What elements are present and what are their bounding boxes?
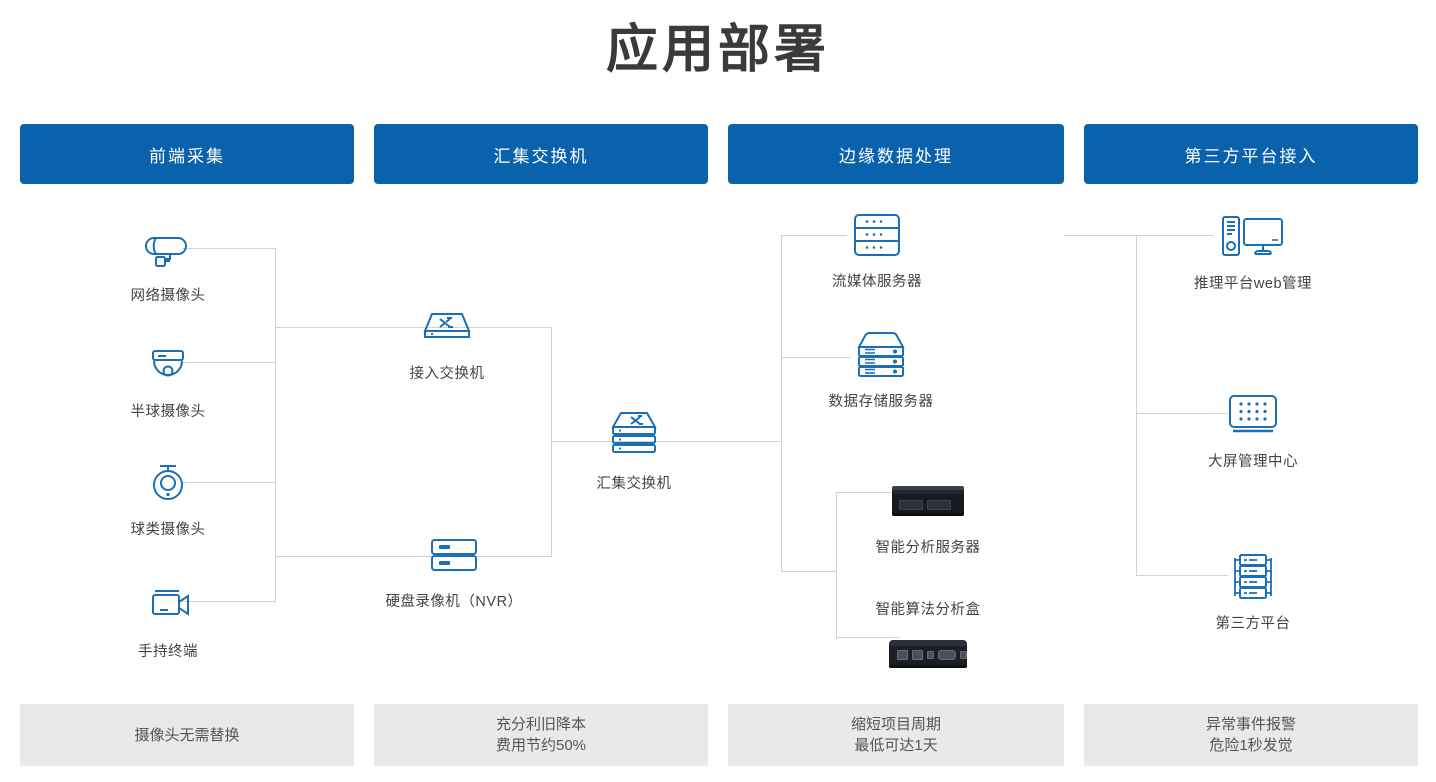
connector-algorithm-box <box>836 637 900 638</box>
footer-line: 异常事件报警 <box>1205 716 1296 733</box>
node-nvr[interactable]: 硬盘录像机（NVR） <box>369 528 539 611</box>
node-label: 硬盘录像机（NVR） <box>385 594 523 610</box>
connector-agg-switch-out <box>634 441 781 442</box>
connector-handheld <box>182 601 276 602</box>
connector-analysis-bus <box>836 492 837 572</box>
column-footer-edge: 缩短项目周期 最低可达1天 <box>728 704 1064 766</box>
node-third-platform[interactable]: 第三方平台 <box>1168 550 1338 633</box>
desktop-pc-icon <box>1215 210 1291 264</box>
page-title: 应用部署 <box>605 21 830 79</box>
switch-icon <box>415 300 479 354</box>
connector-network-camera <box>182 248 276 249</box>
connector-third-platform <box>1136 575 1228 576</box>
connector-bus-to-nvr <box>275 556 447 557</box>
footer-line: 缩短项目周期 <box>850 716 941 733</box>
rack-server-icon <box>846 208 908 262</box>
node-web-platform[interactable]: 推理平台web管理 <box>1168 210 1338 293</box>
column-footer-third-party: 异常事件报警 危险1秒发觉 <box>1084 704 1418 766</box>
node-ptz-camera[interactable]: 球类摄像头 <box>83 456 253 539</box>
camcorder-icon <box>140 578 196 632</box>
node-label: 汇集交换机 <box>596 476 672 492</box>
column-header-edge[interactable]: 边缘数据处理 <box>728 124 1064 184</box>
nvr-icon <box>423 528 485 582</box>
connector-access-switch-out <box>447 327 552 328</box>
bullet-camera-icon <box>140 222 196 276</box>
footer-line: 充分利旧降本 <box>495 716 586 733</box>
node-label: 推理平台web管理 <box>1193 276 1313 292</box>
connector-third-party-bus <box>1136 235 1137 575</box>
node-label: 球类摄像头 <box>130 522 206 538</box>
node-stream-server[interactable]: 流媒体服务器 <box>792 208 962 291</box>
node-label: 网络摄像头 <box>130 288 206 304</box>
column-header-switch[interactable]: 汇集交换机 <box>374 124 708 184</box>
connector-dome-camera <box>182 362 276 363</box>
connector-edge-to-third-party <box>1064 235 1136 236</box>
node-storage-server[interactable]: 数据存储服务器 <box>796 328 966 411</box>
connector-web-platform <box>1136 235 1214 236</box>
column-footer-switch: 充分利旧降本 费用节约50% <box>374 704 708 766</box>
node-access-switch[interactable]: 接入交换机 <box>362 300 532 383</box>
node-network-camera[interactable]: 网络摄像头 <box>83 222 253 305</box>
connector-storage-server <box>781 357 851 358</box>
connector-to-agg-switch <box>551 441 634 442</box>
ptz-camera-icon <box>140 456 196 510</box>
footer-line: 费用节约50% <box>495 737 587 754</box>
connector-ptz-camera <box>182 482 276 483</box>
connector-stream-server <box>781 235 847 236</box>
node-label: 半球摄像头 <box>130 404 206 420</box>
node-algorithm-box[interactable]: 智能算法分析盒 <box>843 598 1013 681</box>
node-label: 第三方平台 <box>1215 616 1291 632</box>
column-header-front-end[interactable]: 前端采集 <box>20 124 354 184</box>
node-label: 流媒体服务器 <box>832 274 922 290</box>
connector-edge-bus <box>781 235 782 571</box>
node-label: 接入交换机 <box>409 366 485 382</box>
node-label: 大屏管理中心 <box>1208 454 1298 470</box>
node-dome-camera[interactable]: 半球摄像头 <box>83 338 253 421</box>
storage-server-icon <box>850 328 912 382</box>
algorithm-box-photo <box>889 627 967 681</box>
connector-bus-to-access-switch <box>275 327 447 328</box>
connector-front-end-bus <box>275 248 276 602</box>
node-label: 智能分析服务器 <box>875 540 981 556</box>
connector-analysis-bus-lower <box>836 571 837 638</box>
node-aggregation-switch[interactable]: 汇集交换机 <box>549 410 719 493</box>
connector-edge-bus-to-analysis-bus <box>781 571 836 572</box>
node-handheld-terminal[interactable]: 手持终端 <box>83 578 253 661</box>
node-label: 智能算法分析盒 <box>875 602 981 618</box>
video-wall-icon <box>1222 388 1284 442</box>
connector-analysis-server <box>836 492 900 493</box>
node-analysis-server[interactable]: 智能分析服务器 <box>843 474 1013 557</box>
column-footer-front-end: 摄像头无需替换 <box>20 704 354 766</box>
node-label: 数据存储服务器 <box>828 394 934 410</box>
connector-screen-center <box>1136 413 1228 414</box>
node-label: 手持终端 <box>138 644 198 660</box>
dome-camera-icon <box>140 338 196 392</box>
footer-line: 摄像头无需替换 <box>134 726 240 744</box>
column-header-third-party[interactable]: 第三方平台接入 <box>1084 124 1418 184</box>
connector-nvr-out <box>447 556 552 557</box>
node-screen-center[interactable]: 大屏管理中心 <box>1168 388 1338 471</box>
analysis-server-photo <box>892 474 964 528</box>
footer-line: 危险1秒发觉 <box>1209 737 1293 754</box>
stacked-switch-icon <box>602 410 666 464</box>
server-rack-icon <box>1222 550 1284 604</box>
footer-line: 最低可达1天 <box>854 737 938 754</box>
